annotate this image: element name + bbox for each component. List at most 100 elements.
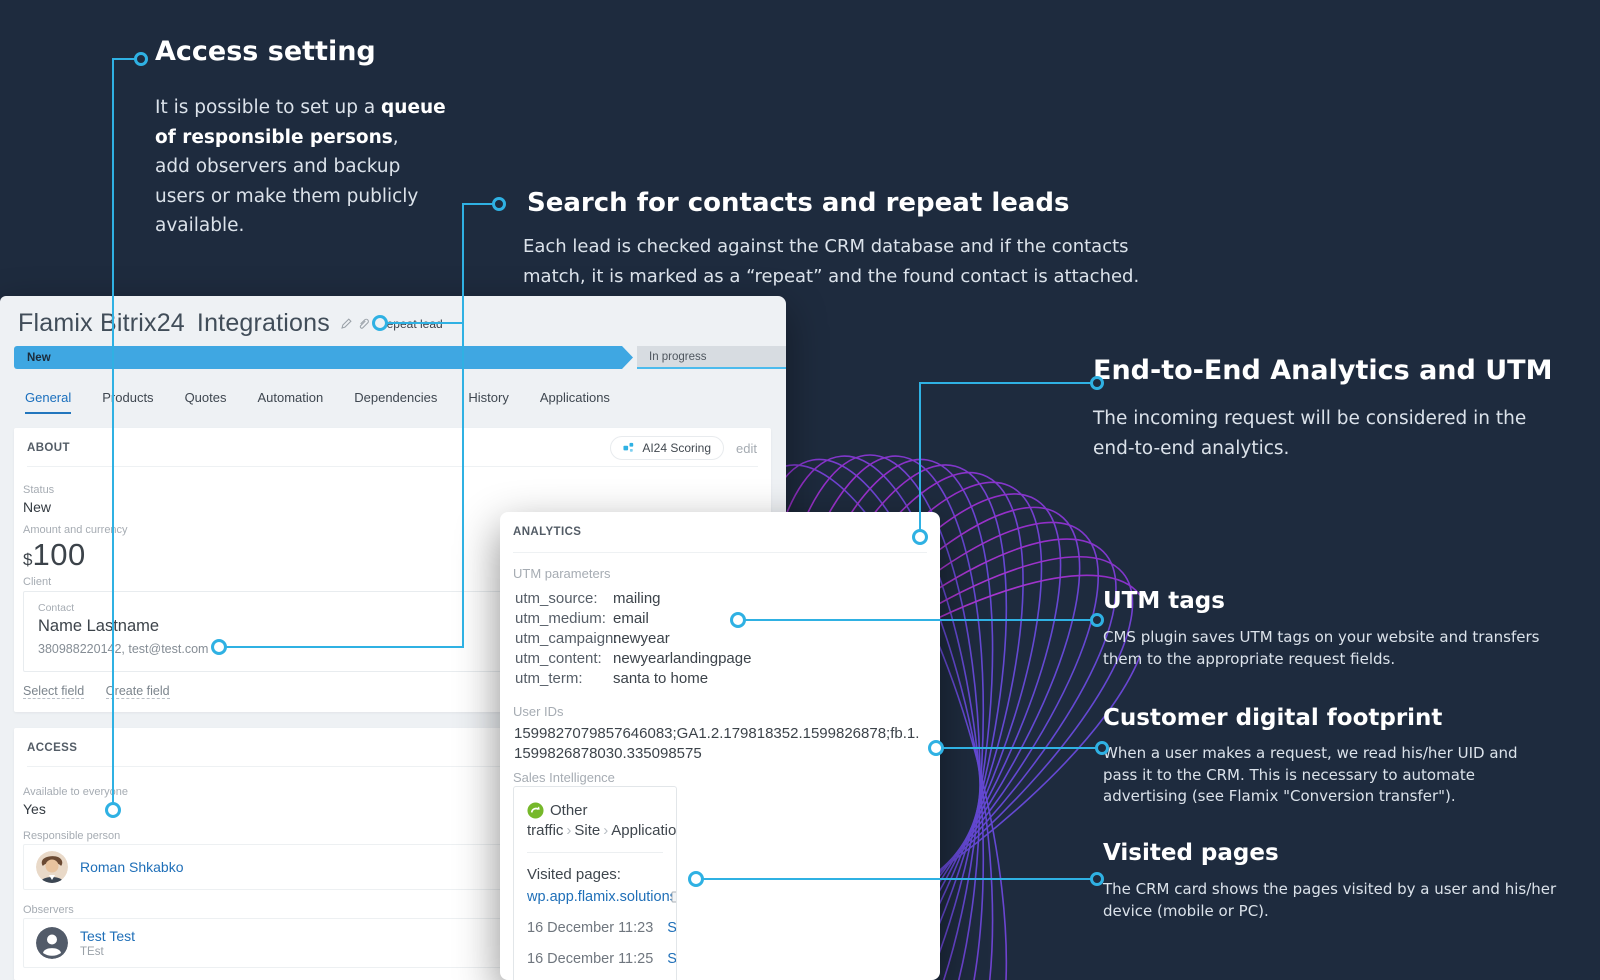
callout-end-to-end-analytics: End-to-End Analytics and UTM The incomin… bbox=[1093, 355, 1553, 463]
callout-title: UTM tags bbox=[1103, 588, 1225, 614]
status-value[interactable]: New bbox=[23, 499, 52, 515]
visited-page-url: wp.app.flamix.solutions bbox=[527, 888, 677, 905]
crumb-other-traffic: Other traffic bbox=[527, 802, 588, 839]
ai24-scoring-label: AI24 Scoring bbox=[642, 441, 712, 455]
tab-history[interactable]: History bbox=[468, 390, 509, 405]
responsible-avatar bbox=[36, 851, 68, 883]
utm-key: utm_content: bbox=[515, 649, 602, 667]
observer-subtitle: TEst bbox=[80, 946, 104, 958]
device-window-icon bbox=[671, 891, 676, 903]
edit-link[interactable]: edit bbox=[736, 440, 757, 456]
callout-title: Customer digital footprint bbox=[1103, 705, 1443, 731]
divider bbox=[27, 766, 758, 767]
user-ids-line1: 1599827079857646083;GA1.2.179818352.1599… bbox=[514, 725, 920, 742]
visited-page-link[interactable]: wp.app.flamix.solutions bbox=[527, 889, 676, 905]
utm-value: santa to home bbox=[613, 669, 709, 687]
visited-pages-label: Visited pages: bbox=[527, 865, 621, 883]
chevron-right-icon: › bbox=[603, 821, 609, 839]
observer-avatar bbox=[36, 927, 68, 959]
callout-access-setting: Access setting It is possible to set up … bbox=[155, 36, 446, 241]
client-label: Client bbox=[23, 576, 52, 588]
visit-date: 16 December 11:25 bbox=[527, 950, 654, 967]
amount-value[interactable]: $100 bbox=[23, 537, 128, 573]
callout-utm-tags: UTM tags CMS plugin saves UTM tags on yo… bbox=[1103, 588, 1563, 670]
visit-link[interactable]: S bbox=[667, 919, 677, 936]
tab-products[interactable]: Products bbox=[102, 390, 154, 405]
callout-search-contacts: Search for contacts and repeat leads Eac… bbox=[523, 188, 1139, 291]
callout-body: The incoming request will be considered … bbox=[1093, 408, 1527, 459]
sales-intelligence-label: Sales Intelligence bbox=[513, 770, 615, 785]
utm-value: mailing bbox=[613, 589, 661, 607]
traffic-source-icon bbox=[527, 802, 544, 819]
lead-title-brand: Flamix Bitrix24 bbox=[18, 309, 185, 337]
user-ids-line2: 1599826878030.335098575 bbox=[514, 745, 702, 762]
contact-label: Contact bbox=[38, 602, 75, 614]
user-ids-value: 1599827079857646083;GA1.2.179818352.1599… bbox=[514, 724, 919, 764]
divider bbox=[513, 552, 927, 553]
chevron-right-icon: › bbox=[566, 821, 572, 839]
callout-title: Search for contacts and repeat leads bbox=[527, 188, 1070, 218]
utm-row: utm_source: mailing bbox=[515, 588, 751, 608]
callout-visited-pages: Visited pages The CRM card shows the pag… bbox=[1103, 840, 1573, 922]
stage-new[interactable]: New bbox=[14, 346, 633, 369]
callout-body: CMS plugin saves UTM tags on your websit… bbox=[1103, 628, 1540, 668]
create-field-link[interactable]: Create field bbox=[105, 684, 170, 699]
user-ids-label: User IDs bbox=[513, 704, 564, 719]
callout-title: Visited pages bbox=[1103, 840, 1279, 866]
callout-body: Each lead is checked against the CRM dat… bbox=[523, 236, 1140, 287]
connector-endpoint bbox=[492, 197, 506, 211]
about-section-label: ABOUT bbox=[27, 442, 70, 454]
available-to-everyone-label: Available to everyone bbox=[23, 786, 128, 798]
observer-link[interactable]: Test Test bbox=[80, 928, 135, 944]
amount-number: 100 bbox=[32, 537, 86, 572]
tab-dependencies[interactable]: Dependencies bbox=[354, 390, 438, 405]
available-to-everyone-value[interactable]: Yes bbox=[23, 801, 46, 817]
connector-endpoint bbox=[134, 52, 148, 66]
lead-tabs: General Products Quotes Automation Depen… bbox=[25, 390, 610, 414]
stage-in-progress[interactable]: In progress bbox=[637, 346, 786, 369]
edit-pencil-icon[interactable] bbox=[340, 317, 353, 330]
crumb-site: Site bbox=[574, 821, 601, 839]
utm-row: utm_term:santa to home bbox=[515, 668, 751, 688]
amount-label: Amount and currency bbox=[23, 524, 128, 536]
callout-customer-digital-footprint: Customer digital footprint When a user m… bbox=[1103, 705, 1563, 808]
visit-date: 16 December 11:23 bbox=[527, 919, 654, 936]
status-label: Status bbox=[23, 484, 55, 496]
utm-value: email bbox=[613, 609, 649, 627]
analytics-section-label: ANALYTICS bbox=[513, 526, 582, 538]
utm-key: utm_campaign: bbox=[515, 629, 618, 647]
utm-parameters-label: UTM parameters bbox=[513, 566, 611, 581]
divider bbox=[27, 466, 758, 467]
utm-row: utm_campaign:newyear bbox=[515, 628, 751, 648]
lead-title-product: Integrations bbox=[196, 309, 330, 337]
callout-body: When a user makes a request, we read his… bbox=[1103, 744, 1518, 805]
utm-row: utm_medium:email bbox=[515, 608, 751, 628]
callout-body: The CRM card shows the pages visited by … bbox=[1103, 880, 1557, 920]
utm-parameters-list: utm_source: mailing utm_medium:email utm_… bbox=[515, 588, 751, 688]
visit-row: 16 December 11:23 S bbox=[527, 920, 676, 936]
paperclip-icon[interactable] bbox=[357, 317, 370, 330]
utm-value: newyear bbox=[613, 629, 670, 647]
visit-link[interactable]: S bbox=[667, 950, 677, 967]
ai24-scoring-icon bbox=[623, 442, 634, 452]
tab-automation[interactable]: Automation bbox=[257, 390, 324, 405]
divider bbox=[527, 851, 663, 853]
sales-intelligence-box: Other traffic›Site›Application Visited p… bbox=[513, 786, 677, 980]
utm-value: newyearlandingpage bbox=[613, 649, 752, 667]
repeat-lead-label: Repeat lead bbox=[377, 316, 443, 331]
utm-key: utm_source: bbox=[515, 589, 598, 607]
select-field-link[interactable]: Select field bbox=[23, 684, 85, 699]
tab-quotes[interactable]: Quotes bbox=[184, 390, 227, 405]
traffic-source-breadcrumb: Other traffic›Site›Application bbox=[527, 801, 676, 840]
utm-row: utm_content: newyearlandingpage bbox=[515, 648, 751, 668]
callout-title: Access setting bbox=[155, 36, 376, 67]
observers-label: Observers bbox=[23, 904, 74, 916]
lead-stage-bar: New In progress bbox=[14, 346, 786, 369]
responsible-person-link[interactable]: Roman Shkabko bbox=[80, 859, 184, 875]
tab-applications[interactable]: Applications bbox=[539, 390, 610, 405]
analytics-card: ANALYTICS UTM parameters utm_source: mail… bbox=[500, 512, 940, 980]
ai24-scoring-button[interactable]: AI24 Scoring bbox=[610, 436, 725, 460]
tab-general[interactable]: General bbox=[25, 390, 72, 414]
lead-title-row: Flamix Bitrix24 Integrations Repeat lead bbox=[18, 309, 443, 338]
